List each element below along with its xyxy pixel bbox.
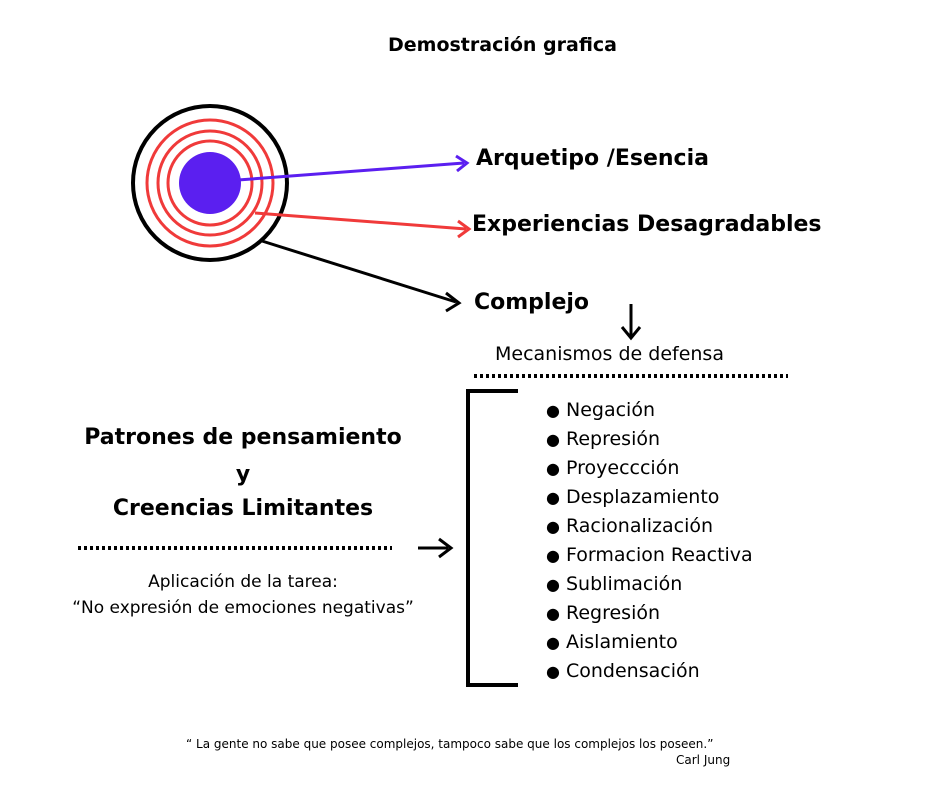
list-item: ● Regresión — [546, 599, 753, 628]
mechanism-label: Represión — [566, 428, 661, 450]
list-item: ● Aislamiento — [546, 628, 753, 657]
bullet-icon: ● — [546, 633, 560, 652]
bullet-icon: ● — [546, 575, 560, 594]
mechanism-label: Condensación — [566, 660, 700, 682]
quote-text: “ La gente no sabe que posee complejos, … — [186, 737, 714, 751]
complex-circle — [131, 104, 289, 262]
bullet-icon: ● — [546, 604, 560, 623]
mechanism-label: Racionalización — [566, 515, 714, 537]
task-line-2: “No expresión de emociones negativas” — [72, 598, 414, 618]
archetype-arrowhead — [455, 154, 470, 173]
experience-ring-outer — [145, 118, 275, 248]
experience-arrowhead — [457, 219, 472, 239]
experience-ring-middle — [156, 129, 264, 237]
list-item: ● Condensación — [546, 657, 753, 686]
mechanism-label: Sublimación — [566, 573, 683, 595]
bullet-icon: ● — [546, 459, 560, 478]
mechanism-label: Formacion Reactiva — [566, 544, 753, 566]
task-line-1: Aplicación de la tarea: — [148, 572, 338, 592]
list-item: ● Racionalización — [546, 512, 753, 541]
list-item: ● Proyeccción — [546, 454, 753, 483]
mechanism-label: Aislamiento — [566, 631, 678, 653]
list-item: ● Sublimación — [546, 570, 753, 599]
list-item: ● Negación — [546, 396, 753, 425]
archetype-label: Arquetipo /Esencia — [476, 146, 709, 171]
patterns-line-1: Patrones de pensamiento — [84, 425, 402, 450]
mechanisms-list: ● Negación ● Represión ● Proyeccción ● Despl… — [546, 396, 753, 686]
bullet-icon: ● — [546, 488, 560, 507]
bullet-icon: ● — [546, 401, 560, 420]
complex-arrow-line — [261, 239, 457, 304]
mechanism-label: Negación — [566, 399, 655, 421]
experience-ring-inner — [166, 139, 254, 227]
mechanism-label: Regresión — [566, 602, 661, 624]
experiences-label: Experiencias Desagradables — [472, 212, 822, 237]
archetype-arrow-line — [237, 161, 465, 182]
quote-author: Carl Jung — [676, 753, 731, 767]
mechanisms-bracket — [466, 389, 518, 687]
mechanism-label: Proyeccción — [566, 457, 680, 479]
right-arrowhead — [438, 537, 454, 559]
patterns-line-3: Creencias Limitantes — [112, 496, 374, 521]
list-item: ● Formacion Reactiva — [546, 541, 753, 570]
bullet-icon: ● — [546, 546, 560, 565]
list-item: ● Represión — [546, 425, 753, 454]
mechanism-label: Desplazamiento — [566, 486, 720, 508]
complex-arrowhead — [445, 291, 462, 313]
diagram-title: Demostración grafica — [387, 34, 618, 56]
bullet-icon: ● — [546, 662, 560, 681]
bullet-icon: ● — [546, 517, 560, 536]
experience-arrow-line — [254, 211, 467, 231]
list-item: ● Desplazamiento — [546, 483, 753, 512]
patterns-line-2: y — [235, 462, 251, 487]
mechanisms-heading: Mecanismos de defensa — [495, 343, 724, 365]
complex-label: Complejo — [474, 290, 590, 315]
archetype-core — [179, 152, 241, 214]
down-arrowhead — [620, 326, 642, 341]
bullet-icon: ● — [546, 430, 560, 449]
